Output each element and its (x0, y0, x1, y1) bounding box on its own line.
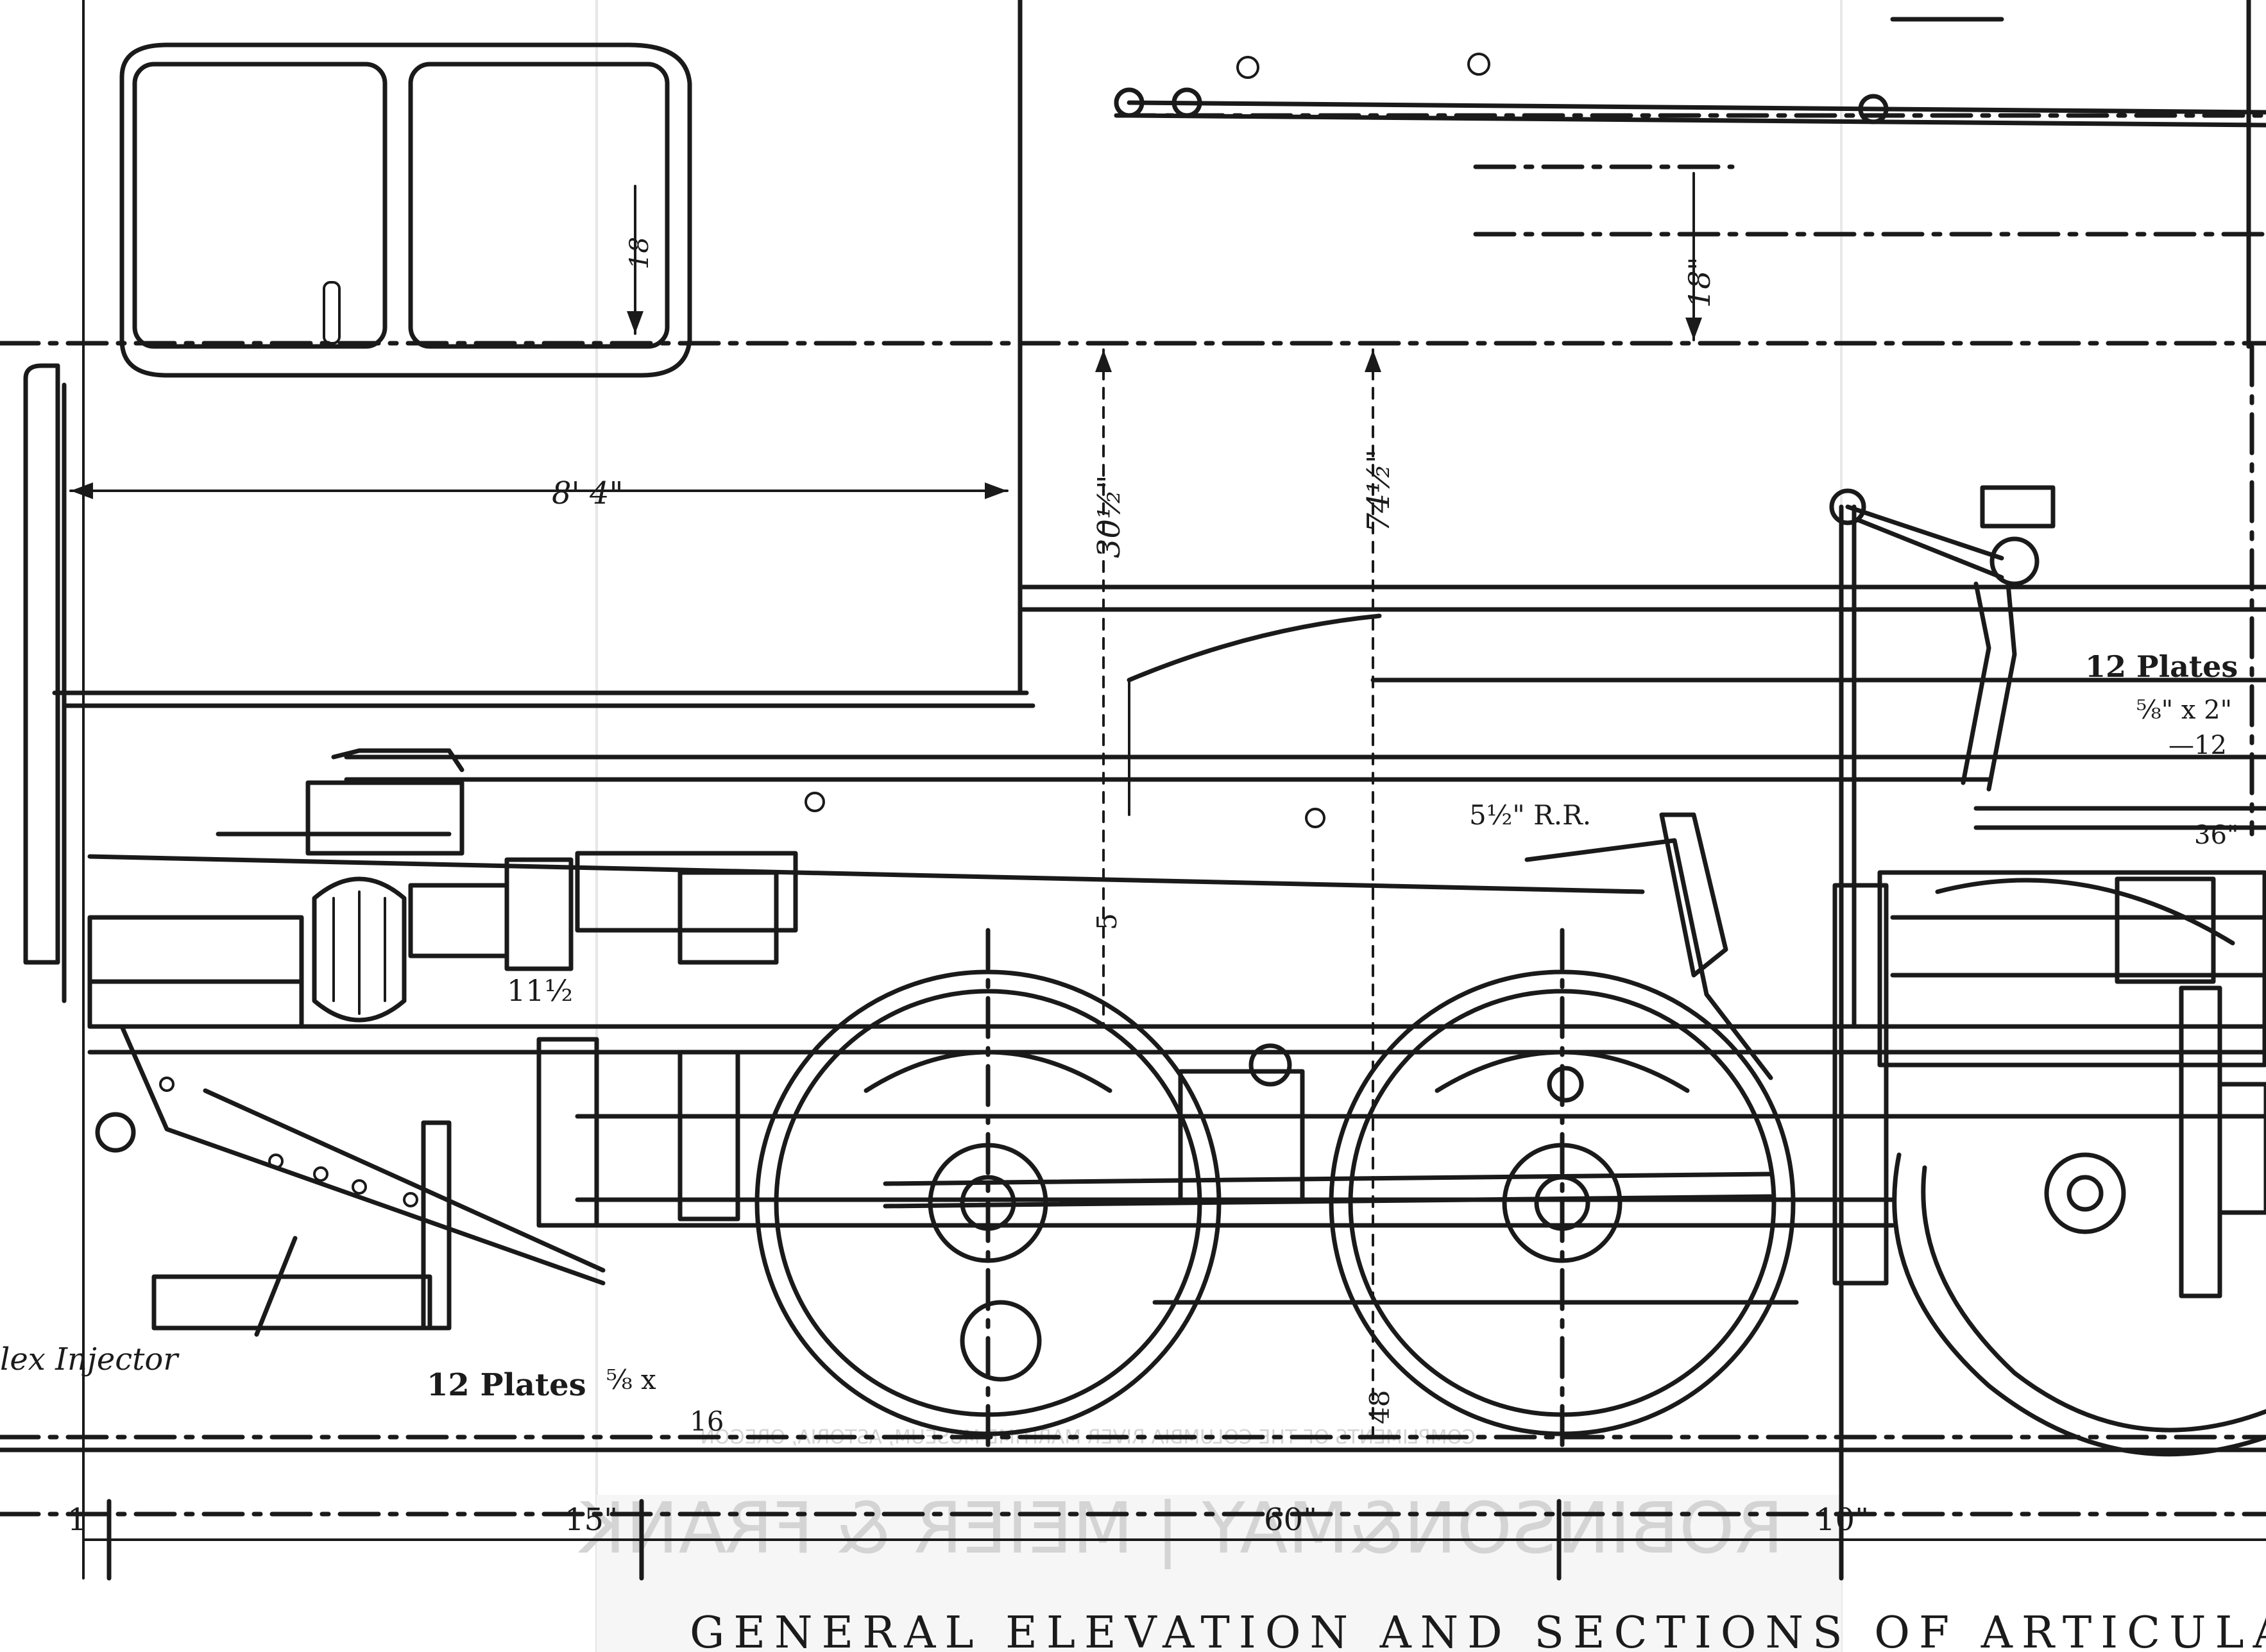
dimension-10: 10" (1816, 1502, 1869, 1538)
dimension-18-small: 18 (625, 237, 654, 269)
rail-label: 5½" R.R. (1469, 799, 1591, 831)
dimension-74: 74½" (1361, 449, 1397, 532)
dimension-1: 1 (67, 1502, 87, 1538)
dimension-5: 5 (1091, 913, 1123, 930)
plates-frac-top: ⅝ x (606, 1364, 656, 1395)
driving-wheel-3 (1892, 1152, 2266, 1457)
brake-rigging-left (95, 1024, 606, 1337)
dimension-30: 30½" (1091, 475, 1127, 558)
dimension-48: 48 (1364, 1390, 1395, 1424)
plates-label-bottom: 12 Plates (427, 1367, 586, 1403)
right-cylinders (1877, 806, 2266, 1299)
valve-gear (677, 504, 1889, 1542)
plates-label-right: 12 Plates (2085, 649, 2238, 684)
cab-window-right (408, 62, 670, 349)
plates-sub-right: ⅝" x 2" (2136, 695, 2232, 725)
injector-label: lex Injector (0, 1341, 180, 1377)
watermark: ROBINSON&MAY | MEIER & FRANK (577, 1487, 1784, 1570)
dimension-15: 15" (565, 1502, 618, 1538)
paper-shadow (597, 1495, 1841, 1652)
svg-text:ROBINSON&MAY | MEIER & FRANK: ROBINSON&MAY | MEIER & FRANK (577, 1487, 1784, 1570)
reverse-lever (1829, 485, 2056, 792)
drawing-caption: GENERAL ELEVATION AND SECTIONS OF ARTICU… (690, 1608, 2266, 1652)
dimension-11: 11½ (507, 973, 573, 1008)
dimension-18: 18" (1682, 257, 1717, 308)
dimension-lines (69, 172, 2266, 1581)
dimension-36: 36" (2194, 821, 2238, 850)
air-pump (87, 780, 798, 1029)
boiler (0, 0, 2266, 837)
plates-frac-bottom: 16 (690, 1406, 724, 1437)
cab (23, 0, 1035, 1580)
cab-width-dimension: 8' 4" (552, 475, 624, 511)
dimension-60: 60" (1264, 1502, 1317, 1538)
plates-sub2-right: —12 (2168, 731, 2227, 760)
frame (0, 748, 2266, 1517)
cab-window-left (132, 62, 388, 349)
